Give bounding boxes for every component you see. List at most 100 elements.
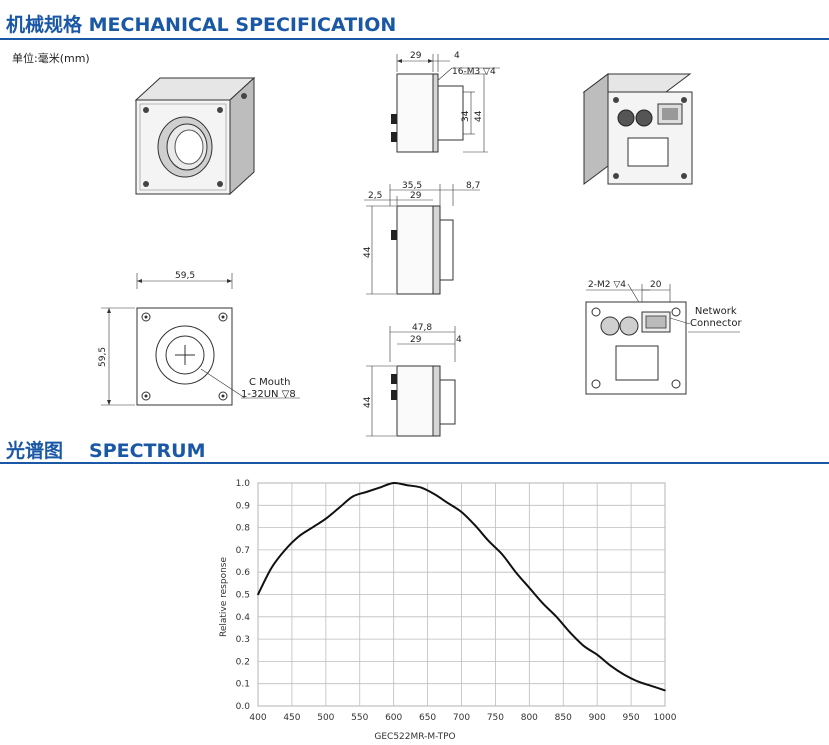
data-point <box>650 685 653 687</box>
y-tick-label: 0.9 <box>236 501 251 511</box>
data-point <box>664 689 666 692</box>
camera-front-view-drawing: 59,5 59,5 <box>98 271 300 406</box>
dim-front-height: 59,5 <box>98 347 108 367</box>
data-point <box>392 482 395 484</box>
data-point <box>582 644 585 647</box>
data-point <box>447 502 449 504</box>
data-point <box>487 540 490 542</box>
spectrum-chart: 400 450 500 550 600 650 700 750 800 850 900 950 1000… <box>219 479 677 742</box>
x-tick-label: 800 <box>521 713 538 723</box>
dim-side1-h1: 34 <box>461 110 471 122</box>
data-point <box>609 665 612 667</box>
dim-back-width: 20 <box>650 280 662 290</box>
dim-side3-h: 44 <box>363 396 373 408</box>
dim-side3-thk: 4 <box>456 335 462 345</box>
dim-side3-b: 29 <box>410 335 422 345</box>
camera-side-view-3-drawing: 47,8 29 4 44 <box>363 323 462 437</box>
x-tick-label: 900 <box>589 713 606 723</box>
network-label-line1: Network <box>694 306 737 317</box>
mount-label-line1: C Mouth <box>249 377 291 388</box>
camera-back-view-drawing: 2-M2 ▽4 20 <box>585 280 740 395</box>
dim-back-hole: 2-M2 ▽4 <box>588 280 626 290</box>
dim-side2-w1: 35,5 <box>402 181 422 191</box>
data-point <box>474 524 476 527</box>
chart-x-axis-label: GEC522MR-M-TPO <box>374 732 455 742</box>
unit-label: 单位:毫米(mm) <box>12 52 90 65</box>
data-point <box>352 495 354 498</box>
y-tick-label: 0.2 <box>236 657 250 667</box>
y-tick-label: 0.1 <box>236 680 250 690</box>
data-point <box>555 616 558 618</box>
x-tick-label: 1000 <box>654 713 677 723</box>
data-point <box>311 526 314 529</box>
dim-side2-b: 29 <box>410 191 422 201</box>
section-title-spectrum: 光谱图 SPECTRUM <box>6 436 205 463</box>
data-point <box>270 566 273 569</box>
chart-y-ticks: 0.0 0.1 0.2 0.3 0.4 0.5 0.6 0.7 0.8 0.9 1.0 <box>236 479 251 712</box>
data-point <box>379 486 381 489</box>
data-point <box>284 549 286 551</box>
x-tick-label: 700 <box>453 713 470 723</box>
x-tick-label: 450 <box>283 713 300 723</box>
x-tick-label: 650 <box>419 713 436 723</box>
data-point <box>338 506 341 509</box>
data-point <box>501 553 504 556</box>
x-tick-label: 600 <box>385 713 402 723</box>
section-title-spectrum-en: SPECTRUM <box>89 440 206 462</box>
y-tick-label: 0.5 <box>236 591 250 601</box>
mount-label: C Mouth 1-32UN ▽8 <box>241 377 296 401</box>
y-tick-label: 0.3 <box>236 635 250 645</box>
camera-side-view-2-drawing: 35,5 8,7 2,5 29 44 <box>363 181 480 295</box>
dim-side1-thk: 4 <box>454 51 460 61</box>
data-point <box>637 680 639 683</box>
section-divider-mechanical <box>0 38 829 40</box>
data-point <box>514 571 517 573</box>
dim-side2-a: 2,5 <box>368 191 382 201</box>
chart-y-axis-label: Relative response <box>219 557 229 637</box>
x-tick-label: 500 <box>317 713 334 723</box>
data-point <box>542 602 544 605</box>
data-point <box>528 587 531 589</box>
data-point <box>406 484 409 487</box>
camera-iso-front-drawing <box>134 76 256 196</box>
dim-side3-w1: 47,8 <box>412 323 432 333</box>
data-point <box>325 517 327 520</box>
section-divider-spectrum <box>0 462 829 464</box>
y-tick-label: 0.0 <box>236 702 251 712</box>
y-tick-label: 0.6 <box>236 568 251 578</box>
chart-grid <box>257 482 666 707</box>
y-tick-label: 0.4 <box>236 613 251 623</box>
y-tick-label: 0.8 <box>236 524 251 534</box>
data-point <box>460 511 463 513</box>
dim-side1-width: 29 <box>410 51 422 61</box>
dim-side2-w2: 8,7 <box>466 181 480 191</box>
data-point <box>569 631 571 634</box>
data-point <box>596 653 598 656</box>
data-point <box>420 486 422 489</box>
network-connector-label: Network Connector <box>690 306 742 330</box>
data-point <box>433 493 436 495</box>
dim-side1-h2: 44 <box>474 110 484 122</box>
x-tick-label: 750 <box>487 713 504 723</box>
chart-data-points <box>257 482 666 692</box>
data-point <box>257 593 259 596</box>
section-title-mechanical: 机械规格 MECHANICAL SPECIFICATION <box>6 14 397 36</box>
mount-label-line2: 1-32UN ▽8 <box>241 389 296 400</box>
data-point <box>365 491 368 493</box>
x-tick-label: 850 <box>555 713 572 723</box>
data-point <box>623 673 626 676</box>
dim-side2-h: 44 <box>363 246 373 258</box>
y-tick-label: 0.7 <box>236 546 250 556</box>
dim-front-width: 59,5 <box>175 271 195 281</box>
chart-x-ticks: 400 450 500 550 600 650 700 750 800 850 900 950 1000 <box>249 713 676 723</box>
x-tick-label: 400 <box>249 713 266 723</box>
x-tick-label: 550 <box>351 713 368 723</box>
section-title-spectrum-cn: 光谱图 <box>6 440 64 462</box>
camera-side-view-1-drawing: 29 4 16-M3 ▽4 34 44 <box>391 51 500 153</box>
camera-iso-back-drawing <box>582 73 693 185</box>
y-tick-label: 1.0 <box>236 479 251 489</box>
x-tick-label: 950 <box>622 713 639 723</box>
dim-side1-hole: 16-M3 ▽4 <box>452 67 496 77</box>
network-label-line2: Connector <box>690 318 742 329</box>
data-point <box>297 535 300 538</box>
